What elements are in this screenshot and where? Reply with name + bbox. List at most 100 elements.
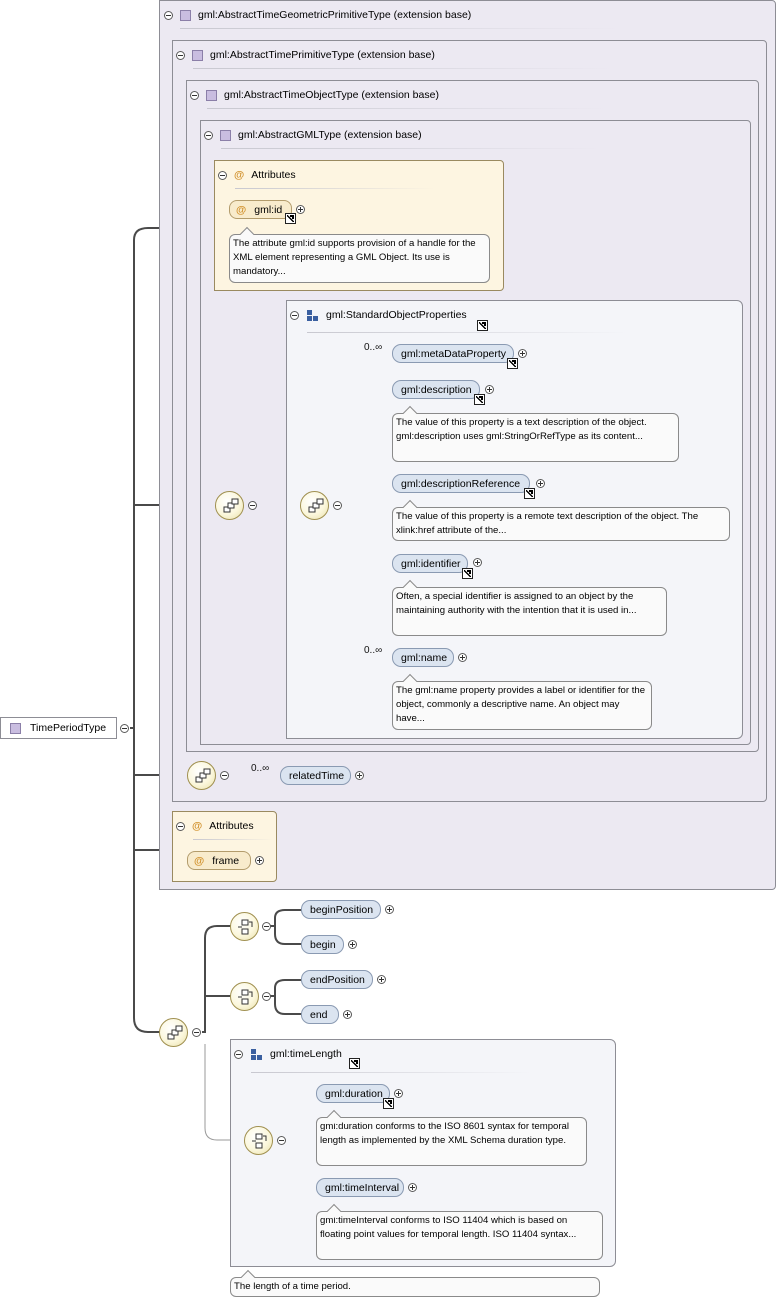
- element-gml-identifier[interactable]: gml:identifier: [392, 554, 468, 573]
- element-name: end: [310, 1008, 328, 1021]
- element-gml-duration[interactable]: gml:duration: [316, 1084, 390, 1103]
- element-end[interactable]: end: [301, 1005, 339, 1024]
- collapse-icon[interactable]: [220, 771, 229, 780]
- element-gml-descriptionreference[interactable]: gml:descriptionReference: [392, 474, 530, 493]
- attribute-name: frame: [212, 854, 240, 867]
- element-gml-metadataproperty[interactable]: gml:metaDataProperty: [392, 344, 514, 363]
- frame-attributes-box: @ Attributes: [172, 811, 277, 882]
- attribute-icon: @: [234, 169, 245, 181]
- expand-icon[interactable]: [296, 205, 305, 214]
- root-type-box[interactable]: TimePeriodType: [0, 717, 117, 739]
- element-name: gml:metaDataProperty: [401, 347, 507, 360]
- group-icon: [307, 309, 318, 321]
- expand-icon[interactable]: [343, 1010, 352, 1019]
- group-title: gml:timeLength: [270, 1048, 342, 1060]
- collapse-icon[interactable]: [192, 1028, 201, 1037]
- collapse-icon[interactable]: [262, 992, 271, 1001]
- documentation-note: Often, a special identifier is assigned …: [392, 587, 667, 636]
- element-gml-timeinterval[interactable]: gml:timeInterval: [316, 1178, 404, 1197]
- reference-link-icon[interactable]: [507, 358, 518, 369]
- doc-text: gml:timeInterval conforms to ISO 11404 w…: [320, 1215, 577, 1240]
- doc-text: The gml:name property provides a label o…: [396, 685, 646, 724]
- choice-compositor-icon[interactable]: [244, 1126, 273, 1155]
- reference-link-icon[interactable]: [462, 568, 473, 579]
- element-endposition[interactable]: endPosition: [301, 970, 373, 989]
- sequence-compositor-icon[interactable]: [187, 761, 216, 790]
- cardinality-label: 0..∞: [364, 645, 383, 656]
- collapse-icon[interactable]: [176, 50, 185, 60]
- complex-type-icon: [192, 49, 203, 61]
- collapse-icon[interactable]: [277, 1136, 286, 1145]
- expand-icon[interactable]: [485, 385, 494, 394]
- documentation-note: The gml:name property provides a label o…: [392, 681, 652, 730]
- attributes-title: Attributes: [251, 169, 296, 181]
- element-name: relatedTime: [289, 769, 345, 782]
- collapse-icon[interactable]: [120, 724, 129, 733]
- sequence-compositor-icon[interactable]: [159, 1018, 188, 1047]
- documentation-note: The value of this property is a text des…: [392, 413, 679, 462]
- element-name: beginPosition: [310, 903, 374, 916]
- choice-compositor-icon[interactable]: [230, 912, 259, 941]
- base-type-label: gml:AbstractGMLType (extension base): [238, 129, 422, 141]
- reference-link-icon[interactable]: [349, 1058, 360, 1069]
- collapse-icon[interactable]: [290, 310, 299, 320]
- doc-text: The value of this property is a remote t…: [396, 511, 699, 536]
- collapse-icon[interactable]: [234, 1049, 243, 1059]
- attribute-icon: @: [194, 854, 205, 867]
- group-title: gml:StandardObjectProperties: [326, 309, 467, 321]
- element-name: gml:duration: [325, 1087, 383, 1100]
- element-relatedtime[interactable]: relatedTime: [280, 766, 351, 785]
- collapse-icon[interactable]: [248, 501, 257, 510]
- element-name: endPosition: [310, 973, 365, 986]
- reference-link-icon[interactable]: [383, 1098, 394, 1109]
- complex-type-icon: [206, 89, 217, 101]
- choice-compositor-icon[interactable]: [230, 982, 259, 1011]
- attribute-frame[interactable]: @ frame: [187, 851, 251, 870]
- expand-icon[interactable]: [385, 905, 394, 914]
- documentation-note: The value of this property is a remote t…: [392, 507, 730, 541]
- element-name: begin: [310, 938, 336, 951]
- expand-icon[interactable]: [473, 558, 482, 567]
- expand-icon[interactable]: [394, 1089, 403, 1098]
- expand-icon[interactable]: [458, 653, 467, 662]
- collapse-icon[interactable]: [218, 170, 227, 180]
- element-gml-name[interactable]: gml:name: [392, 648, 454, 667]
- group-icon: [251, 1048, 262, 1060]
- base-type-label: gml:AbstractTimeObjectType (extension ba…: [224, 89, 439, 101]
- sequence-compositor-icon[interactable]: [215, 491, 244, 520]
- element-name: gml:descriptionReference: [401, 477, 521, 490]
- cardinality-label: 0..∞: [364, 342, 383, 353]
- doc-text: Often, a special identifier is assigned …: [396, 591, 637, 616]
- expand-icon[interactable]: [355, 771, 364, 780]
- cardinality-label: 0..∞: [251, 763, 270, 774]
- doc-text: gml:duration conforms to the ISO 8601 sy…: [320, 1121, 570, 1146]
- root-type-label: TimePeriodType: [30, 722, 107, 734]
- attribute-gml-id[interactable]: @ gml:id: [229, 200, 292, 219]
- collapse-icon[interactable]: [164, 10, 173, 20]
- reference-link-icon[interactable]: [477, 320, 488, 331]
- reference-link-icon[interactable]: [285, 213, 296, 224]
- expand-icon[interactable]: [518, 349, 527, 358]
- element-beginposition[interactable]: beginPosition: [301, 900, 381, 919]
- collapse-icon[interactable]: [262, 922, 271, 931]
- doc-text: The value of this property is a text des…: [396, 417, 647, 442]
- expand-icon[interactable]: [255, 856, 264, 865]
- collapse-icon[interactable]: [176, 821, 185, 831]
- doc-text: The length of a time period.: [234, 1281, 351, 1292]
- reference-link-icon[interactable]: [474, 394, 485, 405]
- reference-link-icon[interactable]: [524, 488, 535, 499]
- expand-icon[interactable]: [536, 479, 545, 488]
- element-begin[interactable]: begin: [301, 935, 344, 954]
- sequence-compositor-icon[interactable]: [300, 491, 329, 520]
- collapse-icon[interactable]: [190, 90, 199, 100]
- collapse-icon[interactable]: [333, 501, 342, 510]
- element-gml-description[interactable]: gml:description: [392, 380, 480, 399]
- expand-icon[interactable]: [348, 940, 357, 949]
- complex-type-icon: [180, 9, 191, 21]
- documentation-note: gml:timeInterval conforms to ISO 11404 w…: [316, 1211, 603, 1260]
- doc-text: The attribute gml:id supports provision …: [233, 238, 476, 277]
- expand-icon[interactable]: [408, 1183, 417, 1192]
- expand-icon[interactable]: [377, 975, 386, 984]
- complex-type-icon: [10, 722, 21, 734]
- collapse-icon[interactable]: [204, 130, 213, 140]
